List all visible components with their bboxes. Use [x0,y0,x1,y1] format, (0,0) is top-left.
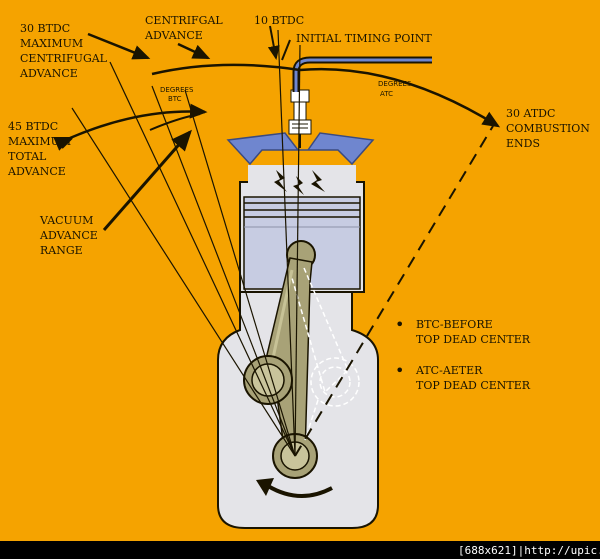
combustion-chamber [248,165,356,190]
ghost-rod-position [291,267,360,441]
label-45btdc-4: ADVANCE [7,165,66,178]
footer-watermark: [688x621]|http://upic.me/ [458,544,600,557]
label-initial-timing: INITIAL TIMING POINT [296,32,432,45]
label-10btdc: 10 BTDC [254,14,304,27]
label-centrifugal-2: ADVANCE [144,29,203,42]
label-30btdc-4: ADVANCE [19,67,78,80]
total-advance-arc [53,103,208,151]
label-atc-def-2: TOP DEAD CENTER [416,379,531,392]
spark-plug-icon [288,89,312,148]
leader-vacuum [102,129,192,231]
label-btc-def-1: BTC-BEFORE [416,318,493,331]
bullet-atc: • [395,361,404,380]
rotation-arrow-icon [266,484,333,498]
label-45btdc-2: MAXIMUM [8,135,71,148]
bullet-btc: • [395,315,404,334]
label-centrifugal-1: CENTRIFGAL [145,14,223,27]
label-degrees-atc-1: DEGREES [378,80,412,88]
leader-30btdc [87,32,151,60]
label-vacuum-1: VACUUM [39,214,93,227]
btc-arc [151,63,301,76]
label-30atdc-3: ENDS [506,137,540,150]
label-45btdc-1: 45 BTDC [8,120,58,133]
label-degrees-atc-2: ATC [380,90,393,98]
label-vacuum-2: ADVANCE [39,229,98,242]
vacuum-arc [149,113,201,131]
label-30atdc-2: COMBUSTION [506,122,590,135]
label-vacuum-3: RANGE [40,244,83,257]
atc-arc [299,67,501,128]
footer-bar [0,541,600,559]
label-degrees-btc-2: BTC [168,95,182,103]
label-45btdc-3: TOTAL [8,150,47,163]
leader-10btdc [267,25,280,60]
label-atc-def-1: ATC-AETER [415,364,483,377]
label-30btdc-1: 30 BTDC [20,22,70,35]
label-30btdc-3: CENTRIFUGAL [20,52,108,65]
leader-initial-timing [281,39,291,61]
rod-bearing [251,363,285,397]
label-30atdc-1: 30 ATDC [506,107,555,120]
cylinder-head [226,132,375,166]
rotation-arrowhead [256,478,274,496]
label-degrees-btc-1: DEGREES [160,86,194,94]
label-30btdc-2: MAXIMUM [20,37,83,50]
atdc-ray [294,125,494,457]
timing-rays [71,29,301,457]
leader-centrifugal [177,42,211,60]
label-btc-def-2: TOP DEAD CENTER [416,333,531,346]
leader-btdc45 [61,137,73,149]
